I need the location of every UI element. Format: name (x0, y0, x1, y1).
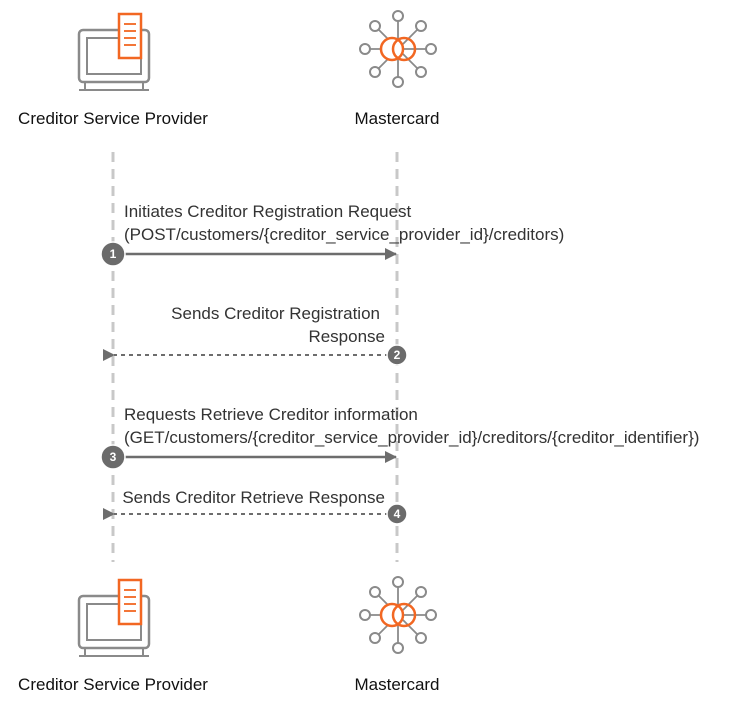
message-4-line1: Sends Creditor Retrieve Response (122, 488, 385, 507)
message-1-line1: Initiates Creditor Registration Request (124, 202, 412, 221)
step-badge-1: 1 (100, 241, 126, 267)
actor-label-mastercard-bottom: Mastercard (354, 675, 439, 694)
svg-text:4: 4 (394, 507, 401, 521)
message-3-line2: (GET/customers/{creditor_service_provide… (124, 428, 699, 447)
message-2-line2: Response (308, 327, 385, 346)
message-2-line1: Sends Creditor Registration (171, 304, 380, 323)
mastercard-network-icon (358, 575, 438, 655)
mastercard-network-icon (358, 9, 438, 89)
message-1-line2: (POST/customers/{creditor_service_provid… (124, 225, 564, 244)
actor-label-creditor-service-provider-bottom: Creditor Service Provider (18, 675, 208, 694)
actor-label-creditor-service-provider-top: Creditor Service Provider (18, 109, 208, 128)
step-badge-2: 2 (386, 344, 408, 366)
step-badge-4: 4 (386, 503, 408, 525)
message-3-line1: Requests Retrieve Creditor information (124, 405, 418, 424)
step-badge-3: 3 (100, 444, 126, 470)
svg-text:1: 1 (110, 247, 117, 261)
terminal-document-icon (77, 12, 151, 92)
svg-text:3: 3 (110, 450, 117, 464)
terminal-document-icon (77, 578, 151, 658)
svg-text:2: 2 (394, 348, 401, 362)
actor-label-mastercard-top: Mastercard (354, 109, 439, 128)
